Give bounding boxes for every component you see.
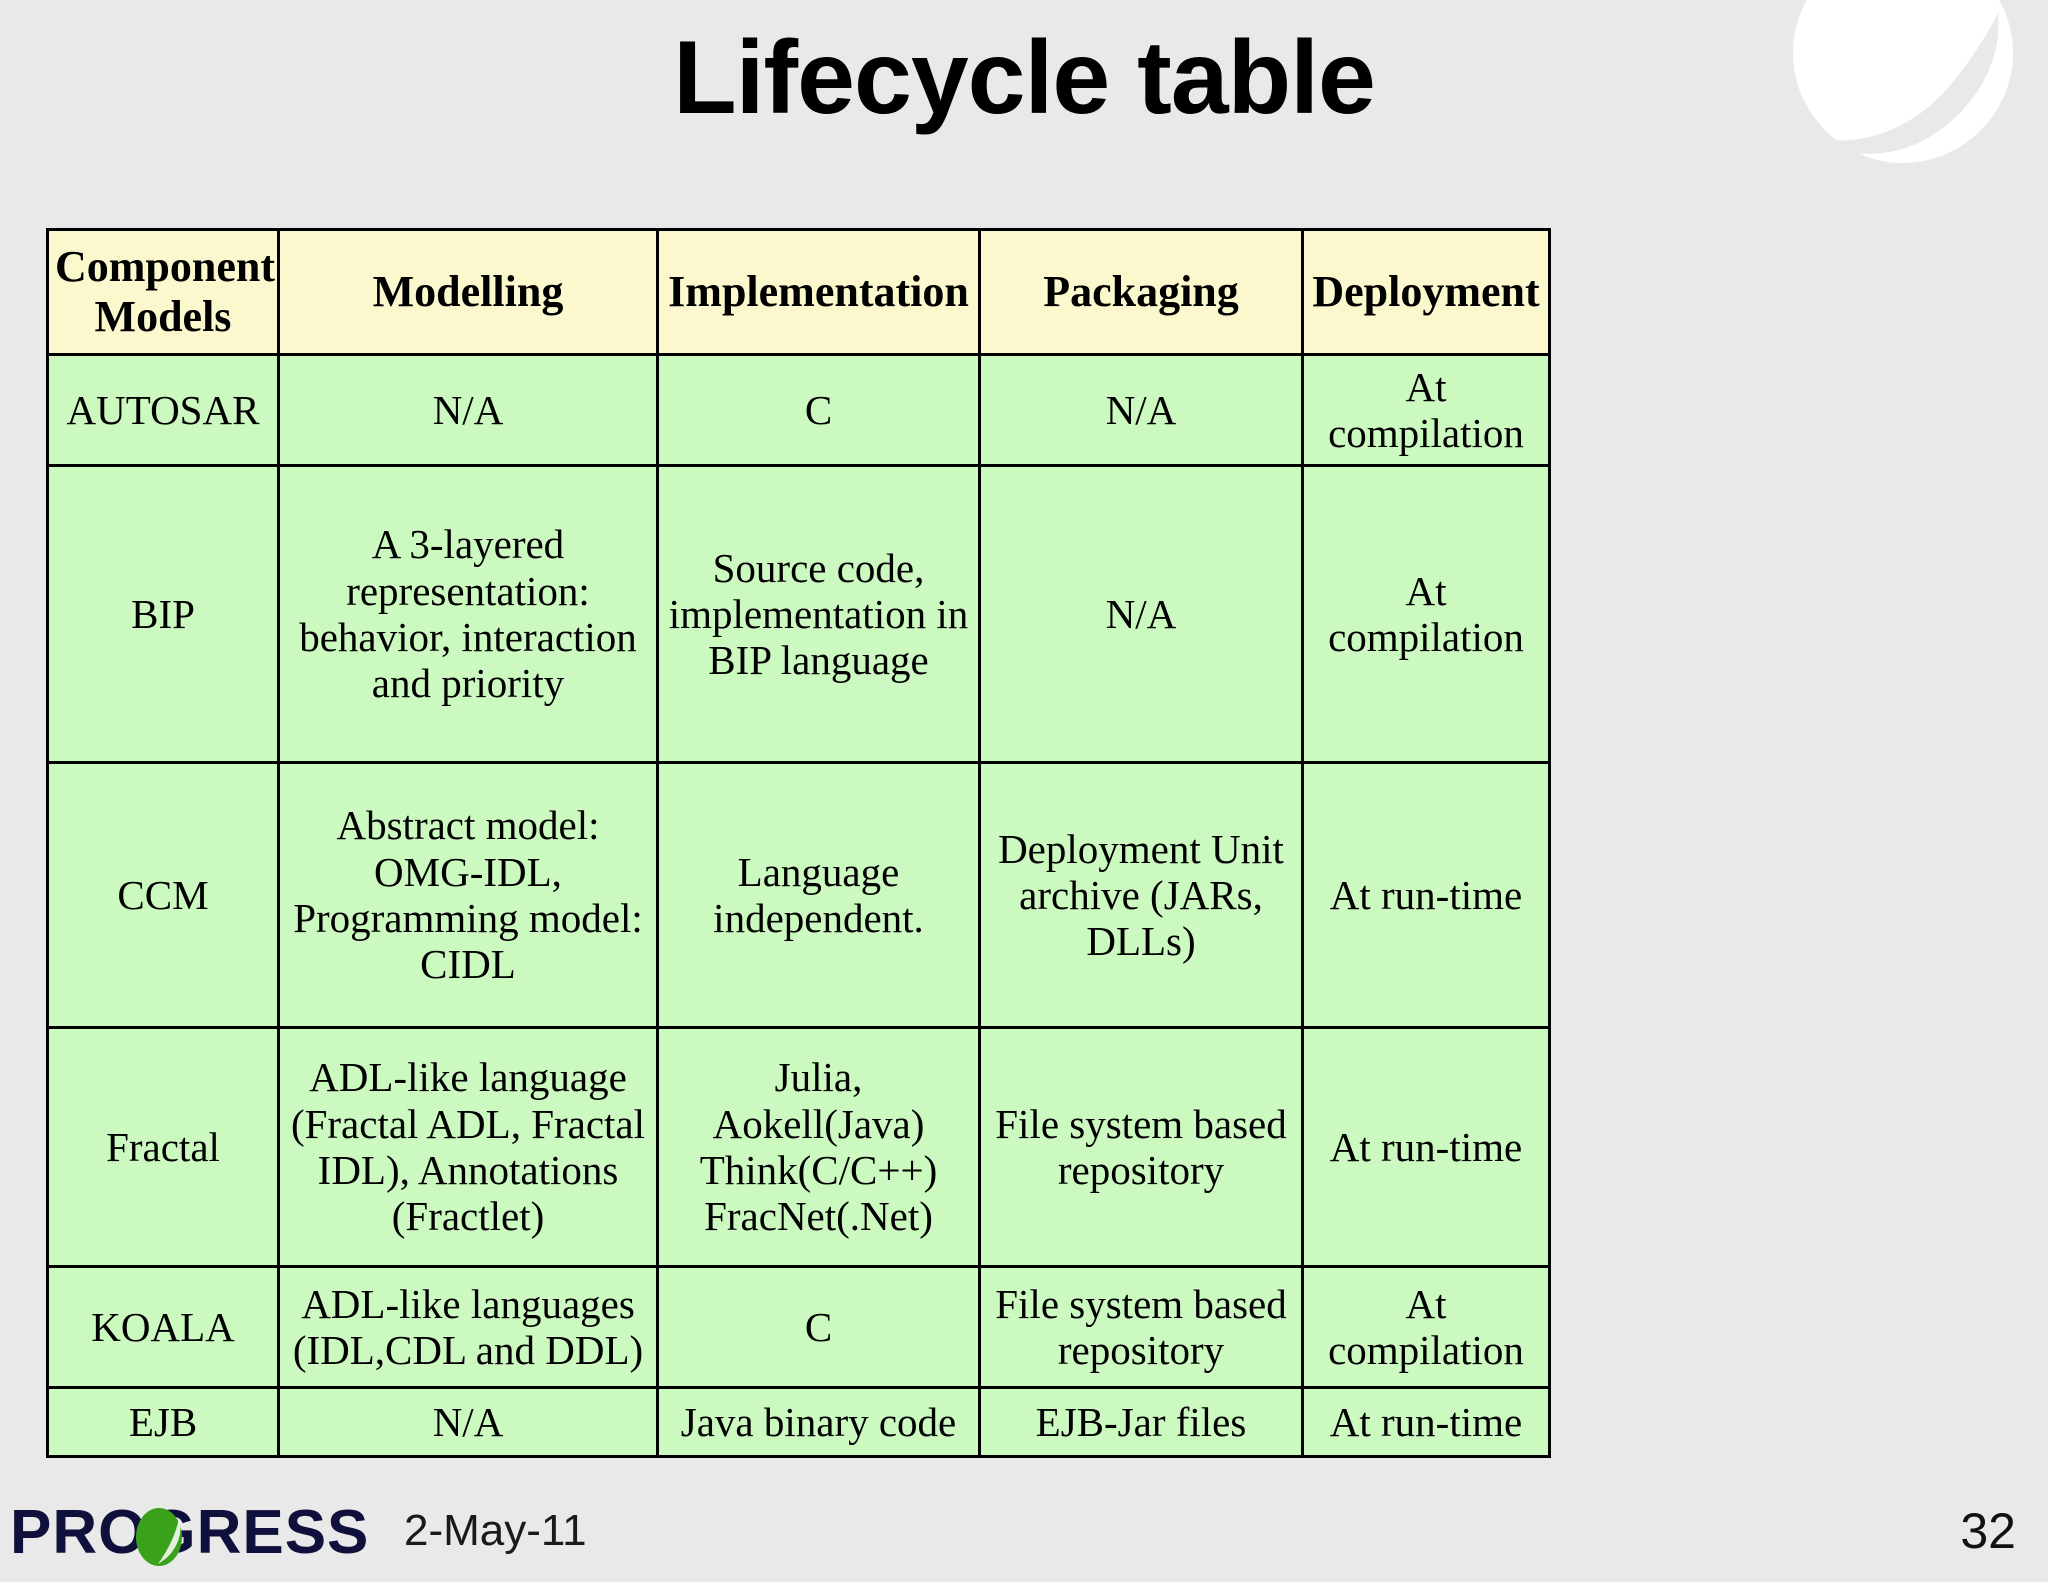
cell-implementation: Language independent. bbox=[656, 761, 981, 1029]
cell-modelling: Abstract model: OMG-IDL, Programming mod… bbox=[277, 761, 659, 1029]
cell-packaging: N/A bbox=[978, 464, 1304, 764]
cell-implementation: Source code, implementation in BIP langu… bbox=[656, 464, 981, 764]
cell-deployment: At run-time bbox=[1301, 761, 1551, 1029]
header-line-2: Models bbox=[94, 292, 232, 341]
cell-implementation: Java binary code bbox=[656, 1386, 981, 1458]
cell-model: Fractal bbox=[46, 1026, 280, 1268]
table-row: AUTOSAR N/A C N/A At compilation bbox=[46, 353, 1551, 467]
footer-date: 2-May-11 bbox=[404, 1506, 587, 1555]
cell-model: CCM bbox=[46, 761, 280, 1029]
column-header-implementation: Implementation bbox=[656, 228, 981, 356]
cell-model: AUTOSAR bbox=[46, 353, 280, 467]
cell-deployment: At compilation bbox=[1301, 353, 1551, 467]
lifecycle-table: Component Models Modelling Implementatio… bbox=[46, 228, 1551, 1458]
cell-deployment: At run-time bbox=[1301, 1386, 1551, 1458]
table-row: Fractal ADL-like language (Fractal ADL, … bbox=[46, 1026, 1551, 1268]
header-line-1: Component bbox=[55, 242, 276, 292]
cell-modelling: ADL-like language (Fractal ADL, Fractal … bbox=[277, 1026, 659, 1268]
cell-implementation: C bbox=[656, 1265, 981, 1389]
table-row: EJB N/A Java binary code EJB-Jar files A… bbox=[46, 1386, 1551, 1458]
cell-model: BIP bbox=[46, 464, 280, 764]
cell-implementation: Julia, Aokell(Java) Think(C/C++) FracNet… bbox=[656, 1026, 981, 1268]
column-header-component-models: Component Models bbox=[46, 228, 280, 356]
cell-modelling: A 3-layered representation: behavior, in… bbox=[277, 464, 659, 764]
table-header: Component Models Modelling Implementatio… bbox=[46, 228, 1551, 356]
table-row: BIP A 3-layered representation: behavior… bbox=[46, 464, 1551, 764]
cell-deployment: At run-time bbox=[1301, 1026, 1551, 1268]
cell-model: KOALA bbox=[46, 1265, 280, 1389]
progress-wordmark: PROGRESS bbox=[10, 1497, 370, 1567]
cell-implementation: C bbox=[656, 353, 981, 467]
slide-footer: PROGRESS 2-May-11 32 bbox=[0, 1464, 2048, 1582]
cell-packaging: File system based repository bbox=[978, 1265, 1304, 1389]
column-header-packaging: Packaging bbox=[978, 228, 1304, 356]
cell-modelling: N/A bbox=[277, 353, 659, 467]
page-title: Lifecycle table bbox=[673, 20, 1376, 136]
table-row: KOALA ADL-like languages (IDL,CDL and DD… bbox=[46, 1265, 1551, 1389]
table-body: AUTOSAR N/A C N/A At compilation BIP A 3… bbox=[46, 353, 1551, 1458]
progress-logo: PROGRESS bbox=[10, 1498, 369, 1567]
column-header-modelling: Modelling bbox=[277, 228, 659, 356]
column-header-deployment: Deployment bbox=[1301, 228, 1551, 356]
cell-packaging: Deployment Unit archive (JARs, DLLs) bbox=[978, 761, 1304, 1029]
cell-modelling: ADL-like languages (IDL,CDL and DDL) bbox=[277, 1265, 659, 1389]
cell-packaging: N/A bbox=[978, 353, 1304, 467]
cell-packaging: EJB-Jar files bbox=[978, 1386, 1304, 1458]
cell-deployment: At compilation bbox=[1301, 464, 1551, 764]
cell-deployment: At compilation bbox=[1301, 1265, 1551, 1389]
lifecycle-table-container: Component Models Modelling Implementatio… bbox=[46, 228, 2043, 1458]
cell-model: EJB bbox=[46, 1386, 280, 1458]
cell-modelling: N/A bbox=[277, 1386, 659, 1458]
page-number: 32 bbox=[1960, 1503, 2016, 1559]
table-row: CCM Abstract model: OMG-IDL, Programming… bbox=[46, 761, 1551, 1029]
table-header-row: Component Models Modelling Implementatio… bbox=[46, 228, 1551, 356]
cell-packaging: File system based repository bbox=[978, 1026, 1304, 1268]
